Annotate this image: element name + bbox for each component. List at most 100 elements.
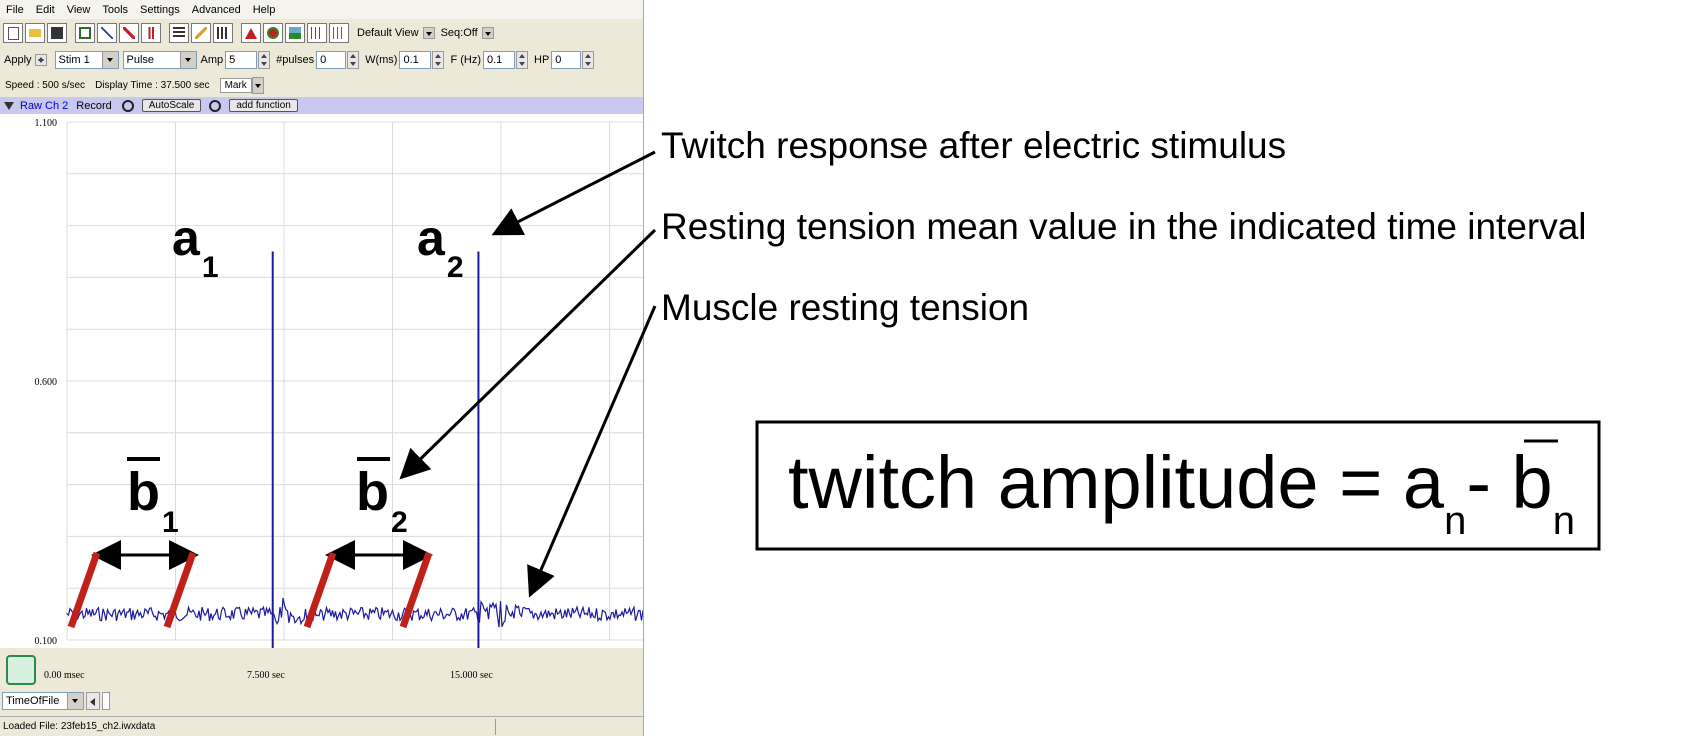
- text-resting-mean: Resting tension mean value in the indica…: [661, 206, 1587, 247]
- amp-label: Amp: [200, 54, 224, 66]
- w-field[interactable]: 0.1: [399, 51, 432, 69]
- x-tick-label: 7.500 sec: [247, 670, 285, 681]
- window-icon[interactable]: [75, 23, 95, 43]
- arrow-resting-mean: [399, 228, 657, 480]
- status-bar: Loaded File: 23feb15_ch2.iwxdata: [0, 716, 643, 736]
- zoom-out-icon[interactable]: [209, 99, 222, 112]
- mark-dropdown-icon[interactable]: [251, 77, 264, 94]
- chevron-left-icon: [90, 698, 95, 706]
- x-tick-label: 15.000 sec: [450, 670, 493, 681]
- triangle-icon[interactable]: [241, 23, 261, 43]
- trace-line: [66, 597, 643, 628]
- time-mode-value: TimeOfFile: [6, 695, 60, 707]
- grid-alt-icon[interactable]: [329, 23, 349, 43]
- target-icon[interactable]: [263, 23, 283, 43]
- amp-value: 5: [229, 54, 236, 66]
- scrollbar-thumb[interactable]: [102, 692, 110, 710]
- new-file-icon[interactable]: [3, 23, 23, 43]
- toolbar: Default View Seq:Off: [0, 21, 643, 45]
- chevron-down-icon: [67, 693, 83, 709]
- seq-label: Seq:Off: [440, 27, 478, 39]
- hp-spinner[interactable]: [582, 51, 595, 69]
- view-dropdown[interactable]: Default View: [357, 27, 435, 39]
- arrow-twitch: [491, 150, 656, 236]
- open-file-icon[interactable]: [25, 23, 45, 43]
- apply-dropdown-icon[interactable]: [34, 54, 47, 66]
- apply-button[interactable]: Apply: [4, 54, 32, 66]
- display-time-readout: Display Time : 37.500 sec: [95, 80, 210, 91]
- collapse-triangle-icon[interactable]: [4, 101, 14, 110]
- menu-file[interactable]: File: [6, 3, 24, 16]
- autoscale-button[interactable]: AutoScale: [141, 99, 202, 112]
- channel-bar: Raw Ch 2 Record AutoScale add function: [0, 97, 643, 114]
- text-resting: Muscle resting tension: [661, 287, 1029, 328]
- chevron-down-icon: [481, 27, 494, 39]
- arrow-resting: [527, 305, 657, 598]
- label-a2: a2: [417, 210, 464, 284]
- stim-select[interactable]: Stim 1: [54, 51, 119, 69]
- f-spinner[interactable]: [516, 51, 528, 69]
- chevron-down-icon: [179, 52, 196, 68]
- time-mode-select[interactable]: TimeOfFile: [2, 692, 84, 710]
- formula-box: [755, 420, 1601, 551]
- pulses-label: #pulses: [276, 54, 315, 66]
- mark-button[interactable]: Mark: [219, 78, 252, 93]
- marker-icon[interactable]: [141, 23, 161, 43]
- interval-mark-b2-start: [303, 551, 337, 629]
- label-a1: a1: [172, 210, 219, 284]
- pulses-value: 0: [320, 54, 327, 66]
- mountain-icon[interactable]: [285, 23, 305, 43]
- cycle-save-icon[interactable]: [6, 655, 36, 685]
- list-icon[interactable]: [169, 23, 189, 43]
- w-spinner[interactable]: [432, 51, 445, 69]
- amp-spinner[interactable]: [258, 51, 271, 69]
- y-tick-label: 0.100: [35, 636, 58, 647]
- stimulator-bar: Apply Stim 1 Pulse Amp 5 #pulses 0 W(ms)…: [0, 47, 643, 73]
- interval-mark-b1-start: [67, 551, 101, 629]
- view-label: Default View: [357, 27, 419, 39]
- hp-value: 0: [555, 54, 562, 66]
- menu-bar: File Edit View Tools Settings Advanced H…: [0, 0, 643, 19]
- record-label: Record: [76, 99, 112, 112]
- mode-select[interactable]: Pulse: [122, 51, 197, 69]
- save-icon[interactable]: [47, 23, 67, 43]
- label-b2: b2: [356, 462, 408, 539]
- x-tick-label: 0.00 msec: [44, 670, 85, 681]
- menu-advanced[interactable]: Advanced: [191, 3, 241, 16]
- chevron-down-icon: [422, 27, 435, 39]
- menu-tools[interactable]: Tools: [102, 3, 129, 16]
- menu-view[interactable]: View: [66, 3, 91, 16]
- grid-icon[interactable]: [307, 23, 327, 43]
- f-value: 0.1: [487, 54, 503, 66]
- analysis-icon[interactable]: [97, 23, 117, 43]
- f-field[interactable]: 0.1: [483, 51, 515, 69]
- w-label: W(ms): [365, 54, 398, 66]
- chevron-down-icon: [101, 52, 118, 68]
- f-label: F (Hz): [450, 54, 481, 66]
- amp-field[interactable]: 5: [225, 51, 258, 69]
- add-function-button[interactable]: add function: [229, 99, 298, 112]
- formula-text: twitch amplitude = an- bn: [788, 441, 1575, 543]
- loaded-file-status: Loaded File: 23feb15_ch2.iwxdata: [3, 721, 156, 732]
- hp-field[interactable]: 0: [551, 51, 582, 69]
- interval-mark-b2-end: [399, 551, 433, 629]
- channel-name[interactable]: Raw Ch 2: [20, 99, 69, 112]
- scroll-left-button[interactable]: [86, 692, 100, 710]
- hp-label: HP: [534, 54, 550, 66]
- pulses-spinner[interactable]: [347, 51, 360, 69]
- menu-help[interactable]: Help: [252, 3, 276, 16]
- menu-edit[interactable]: Edit: [35, 3, 55, 16]
- columns-icon[interactable]: [213, 23, 233, 43]
- interval-mark-b1-end: [163, 551, 197, 629]
- stim-value: Stim 1: [58, 54, 90, 66]
- zoom-in-icon[interactable]: [121, 99, 134, 112]
- bottom-controls: TimeOfFile: [0, 690, 643, 712]
- menu-settings[interactable]: Settings: [140, 3, 180, 16]
- pulses-field[interactable]: 0: [316, 51, 347, 69]
- seq-dropdown[interactable]: Seq:Off: [441, 27, 494, 39]
- analysis-cross-icon[interactable]: [119, 23, 139, 43]
- y-tick-label: 0.600: [35, 377, 58, 388]
- mode-value: Pulse: [126, 54, 155, 66]
- edit-icon[interactable]: [191, 23, 211, 43]
